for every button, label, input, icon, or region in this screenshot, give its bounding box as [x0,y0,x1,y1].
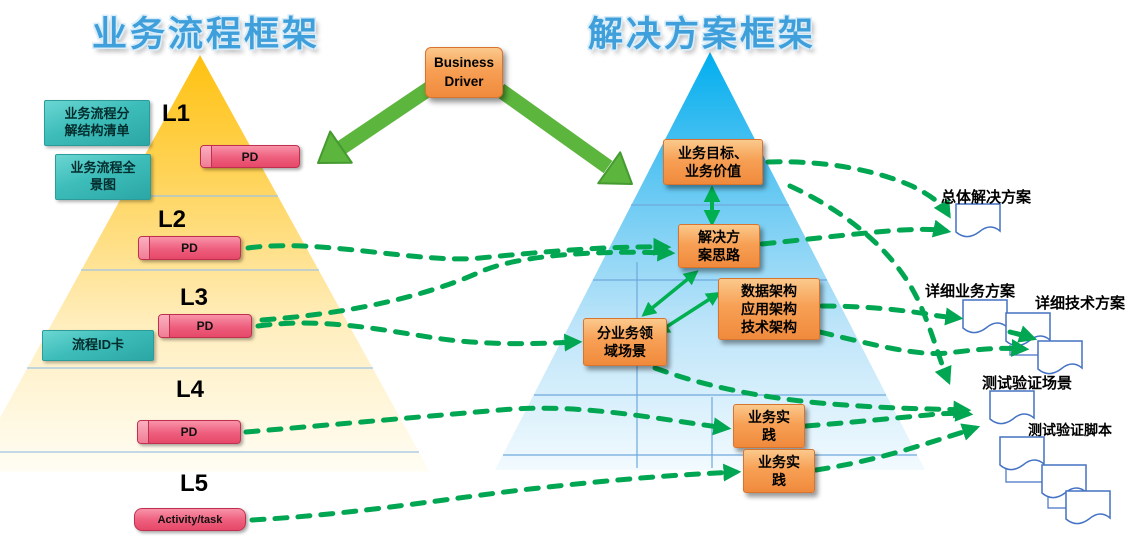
block-arrow-to-right-pyramid [495,83,633,185]
activity-task-box: Activity/task [134,508,246,531]
pd-label: PD [181,241,198,255]
pd-box-l4: PD [137,420,241,444]
domain-scenario-box: 分业务领 域场景 [583,318,667,366]
practice-box-top: 业务实 践 [733,404,805,448]
solid-green-connectors [641,185,721,335]
dashed-flow-arrows [243,159,1038,523]
l2-to-solution-idea-arrow [245,237,672,262]
test-scenario-doc-icon [989,390,1035,425]
detailed-business-doc-icon [962,299,1008,334]
pd-box-tab [159,315,170,337]
level-label-l1: L1 [162,100,191,127]
business-driver-box: Business Driver [425,47,503,98]
note-decomposition-list: 业务流程分 解结构清单 [44,100,150,146]
practice-to-test-script-arrow [803,403,974,429]
l3-to-domain-scenario-arrow [255,320,583,352]
idea-to-overall-solution-arrow [759,219,952,247]
level-label-l3: L3 [180,284,209,311]
detailed-technical-label: 详细技术方案 [1035,295,1126,312]
test-script-doc-icon-1 [999,436,1045,471]
practice2-to-test-script-arrow [813,423,981,473]
overall-solution-label: 总体解决方案 [941,189,1032,206]
architecture-box: 数据架构 应用架构 技术架构 [718,278,820,340]
document-icons [955,203,1111,525]
domain-to-test-scenario-arrow [652,365,972,419]
solution-idea-box: 解决方 案思路 [678,224,760,268]
pd-box-l1: PD [200,145,300,168]
domain-architecture-arrow [655,291,721,335]
business-to-technical-plan-arrow [1007,325,1038,343]
test-scenario-label: 测试验证场景 [982,375,1073,392]
detailed-technical-doc-icon-2 [1037,340,1083,375]
block-arrow-to-left-pyramid [317,77,441,164]
l4-to-practice-arrow [243,405,732,436]
pd-label: PD [196,319,214,333]
doc-connector [1047,497,1066,509]
level-label-l4: L4 [176,376,205,403]
pd-box-tab [201,146,212,167]
level-label-l5: L5 [180,470,209,497]
business-goal-box: 业务目标、 业务价值 [663,139,763,185]
pd-label: PD [241,149,259,164]
doc-connector [1005,469,1042,483]
overall-solution-doc-icon [955,203,1001,238]
business-driver-arrows [317,77,633,185]
note-panorama: 业务流程全 景图 [55,154,151,200]
detailed-business-label: 详细业务方案 [925,283,1016,300]
pd-box-tab [138,421,149,443]
goal-to-test-scenario-arrow [787,183,952,385]
practice-box-bottom: 业务实 践 [743,449,815,493]
test-script-doc-icon-3 [1065,490,1111,525]
pd-box-l3: PD [158,314,252,338]
right-pyramid-title: 解决方案框架 [588,15,817,54]
left-pyramid-title: 业务流程框架 [92,15,321,54]
note-process-id-card: 流程ID卡 [42,330,154,361]
pd-label: PD [180,425,198,439]
pd-box-l2: PD [138,236,241,260]
activity-to-practice-arrow [249,463,742,523]
architecture-to-technical-plan-arrow [817,329,1030,358]
level-label-l2: L2 [158,206,187,233]
test-script-label: 测试验证脚本 [1028,422,1112,438]
pd-box-tab [139,237,150,259]
